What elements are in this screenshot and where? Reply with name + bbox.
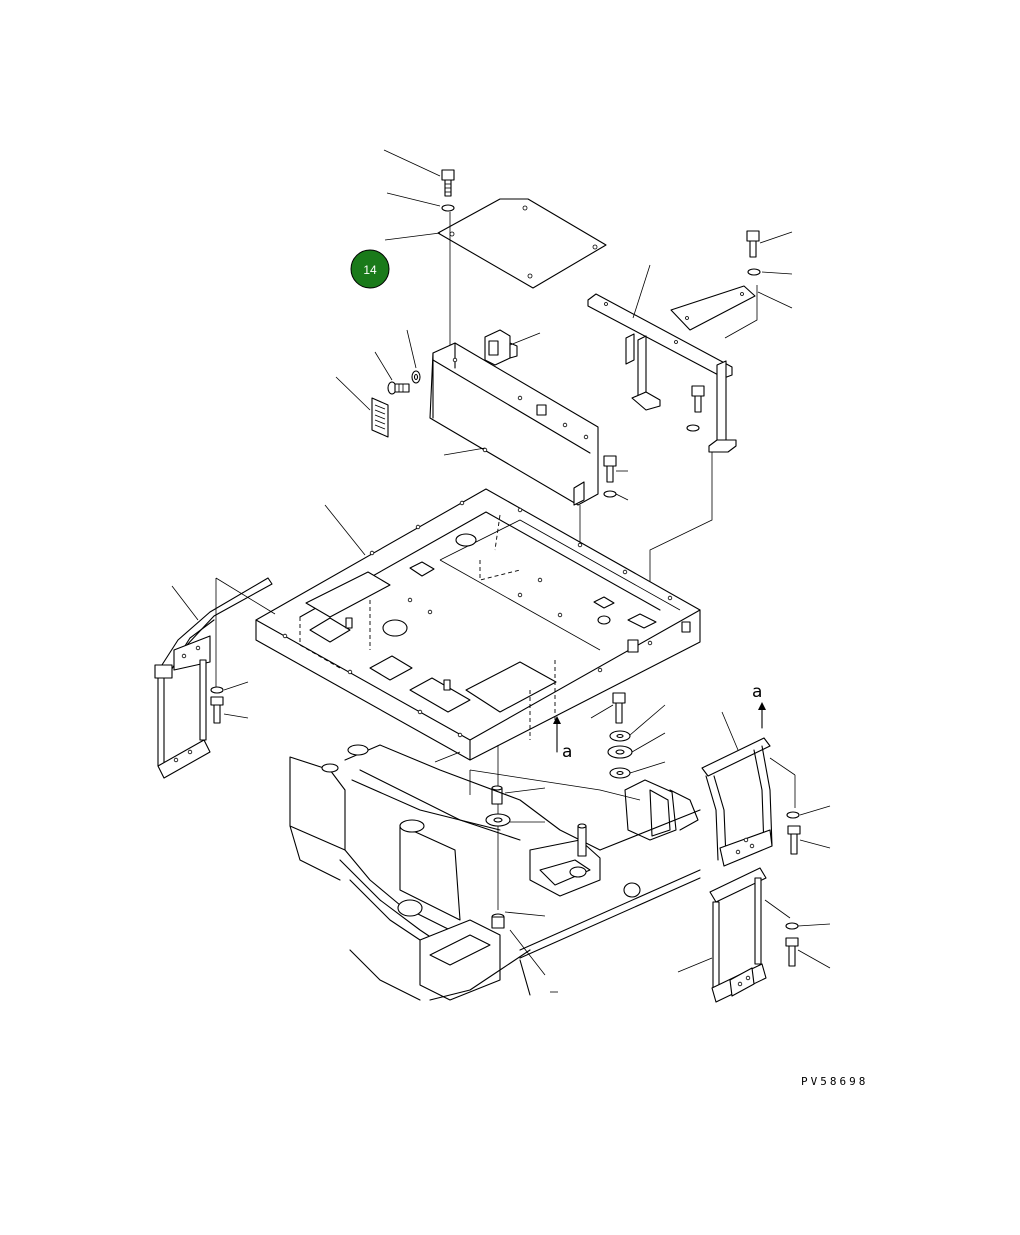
callout-badge-label: 14 (363, 263, 377, 277)
mid-bolt (686, 385, 705, 432)
right-guard-bolt-lower (785, 937, 799, 967)
top-bolt (441, 169, 455, 212)
rear-panel-bolt (603, 455, 617, 498)
left-bolt (210, 686, 224, 724)
right-top-bolt (746, 230, 761, 276)
upper-right-frame (587, 293, 737, 453)
right-guard-bolt-upper (787, 825, 801, 855)
floor-frame (255, 488, 701, 761)
clip-washer (411, 370, 421, 384)
mount-cushions (607, 730, 633, 779)
callout-badge-circle (350, 249, 390, 289)
top-cover-plate (437, 198, 607, 289)
view-marker-left: a (553, 716, 572, 762)
rear-panel (429, 342, 599, 506)
svg-text:a: a (562, 742, 572, 762)
svg-text:a: a (752, 682, 762, 702)
chassis (289, 744, 701, 1001)
callout-badge: 14 (350, 249, 390, 289)
screw (387, 381, 410, 395)
spacer (491, 785, 503, 805)
right-guard-washer-upper (786, 811, 800, 819)
right-guard-lower (709, 867, 767, 1003)
upper-right-cover (670, 285, 756, 331)
rear-panel-bracket (484, 329, 518, 366)
mount-bolt (612, 692, 626, 724)
cushion (485, 813, 511, 827)
right-guard-washer-lower (785, 922, 799, 930)
view-marker-right: a (752, 682, 766, 729)
left-guard (154, 577, 273, 779)
vent-grille (371, 397, 389, 438)
nut (491, 913, 505, 929)
right-guard-upper (701, 737, 773, 867)
drawing-code: PV58698 (801, 1075, 868, 1088)
